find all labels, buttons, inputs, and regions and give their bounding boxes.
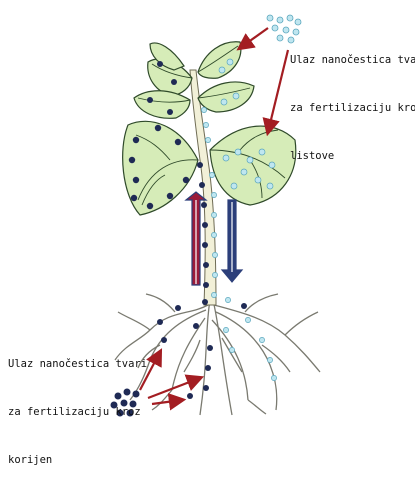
label-foliar-line-3: listove: [290, 148, 415, 164]
leaf-top-right: [198, 42, 241, 78]
phloem-flow-down-arrow-icon: [222, 200, 242, 282]
label-foliar-line-2: za fertilizaciju kroz: [290, 100, 415, 116]
label-foliar-line-1: Ulaz nanočestica tvari: [290, 52, 415, 68]
label-root-line-1: Ulaz nanočestica tvari: [8, 356, 147, 372]
label-foliar-uptake: Ulaz nanočestica tvari za fertilizaciju …: [290, 20, 415, 196]
label-root-line-3: korijen: [8, 452, 147, 468]
diagram-canvas: Ulaz nanočestica tvari za fertilizaciju …: [0, 0, 415, 421]
label-root-line-2: za fertilizaciju kroz: [8, 404, 147, 420]
leaf-mid-left: [134, 91, 190, 119]
label-root-uptake: Ulaz nanočestica tvari za fertilizaciju …: [8, 324, 147, 500]
